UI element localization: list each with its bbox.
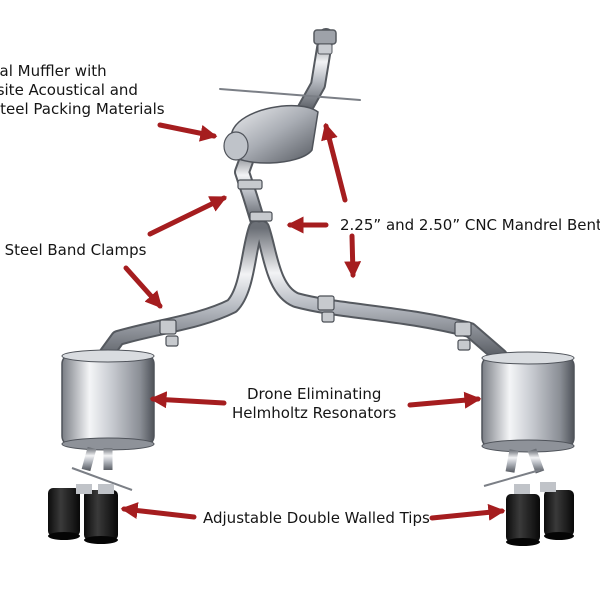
right-resonator [481,351,575,487]
arrow-icon [120,502,197,520]
mandrel-tubing-label: 2.25” and 2.50” CNC Mandrel Bent Tu [340,216,600,234]
arrow-icon [407,391,482,409]
arrow-icon [429,503,506,521]
arrow-icon [344,233,362,279]
label-line: s Steel Packing Materials [0,100,165,118]
resonators-label: Drone Eliminating Helmholtz Resonators [232,385,396,423]
arrow-icon [149,391,227,409]
label-line: Drone Eliminating [246,385,382,403]
exhaust-tips-label: Adjustable Double Walled Tips [203,509,430,527]
central-muffler-label: ntral Muffler with posite Acoustical and… [0,62,165,119]
label-line: ntral Muffler with [0,62,107,80]
central-muffler [223,104,319,164]
left-exhaust-tips [48,484,118,544]
arrow-icon [321,122,348,203]
band-clamps-label: s Steel Band Clamps [0,241,147,259]
callout-arrows [120,122,506,521]
arrow-icon [157,122,218,142]
right-exhaust-tips [506,482,574,546]
left-resonator [61,349,155,491]
arrow-icon [147,195,228,237]
label-line: posite Acoustical and [0,81,138,99]
band-clamps [159,179,472,351]
label-line: Helmholtz Resonators [232,404,397,422]
arrow-icon [123,265,163,309]
